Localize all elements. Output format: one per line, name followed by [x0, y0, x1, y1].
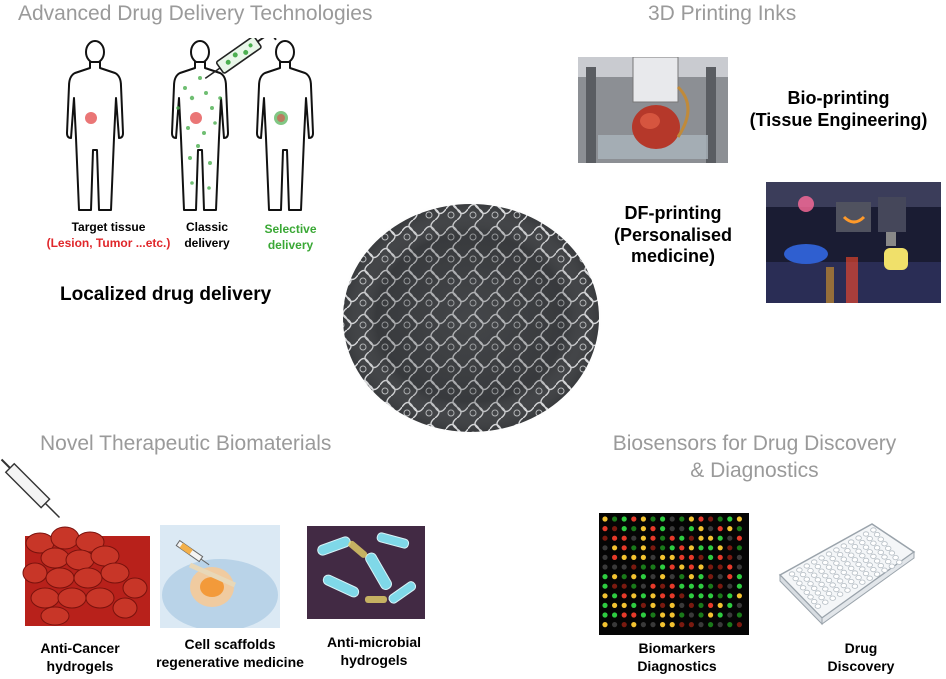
drug-discovery-caption: Drug Discovery [827, 640, 895, 674]
classic-delivery-caption: Classic delivery [184, 220, 230, 250]
cell-scaffolds-caption: Cell scaffolds regenerative medicine [156, 636, 304, 670]
section-title-biomaterials: Novel Therapeutic Biomaterials [40, 432, 332, 455]
human-silhouette-icon [256, 40, 314, 211]
section-title-biosensors: Biosensors for Drug Discovery & Diagnost… [612, 432, 897, 483]
microarray-icon [599, 513, 749, 635]
bio-printing-label: Bio-printing (Tissue Engineering) [749, 88, 928, 130]
human-silhouettes-illustration [66, 38, 314, 211]
syringe-icon [175, 539, 210, 566]
anti-microbial-bacteria-illustration [307, 526, 425, 619]
biomarkers-diagnostics-caption: Biomarkers Diagnostics [637, 640, 717, 674]
anti-cancer-hydrogels-caption: Anti-Cancer hydrogels [40, 640, 120, 674]
anti-microbial-hydrogels-caption: Anti-microbial hydrogels [326, 634, 422, 668]
section-title-drug-delivery: Advanced Drug Delivery Technologies [18, 2, 373, 25]
syringe-icon [0, 458, 61, 519]
human-silhouette-icon [171, 40, 229, 211]
human-silhouette-icon [66, 40, 124, 211]
df-printer-photo [766, 182, 941, 303]
df-printing-label: DF-printing (Personalised medicine) [613, 203, 733, 267]
anti-cancer-hydrogel-illustration [0, 458, 150, 626]
cell-scaffold-shoulder-illustration [160, 525, 280, 628]
target-tissue-caption: Target tissue (Lesion, Tumor ...etc.) [46, 220, 171, 250]
localized-drug-delivery-label: Localized drug delivery [60, 284, 272, 305]
well-plate-icon [778, 523, 916, 626]
bioprinter-photo [578, 57, 728, 163]
section-title-3d-printing: 3D Printing Inks [648, 2, 797, 25]
selective-delivery-caption: Selective delivery [264, 222, 317, 252]
hydrogel-sphere [339, 200, 603, 436]
syringe-icon [204, 38, 277, 79]
